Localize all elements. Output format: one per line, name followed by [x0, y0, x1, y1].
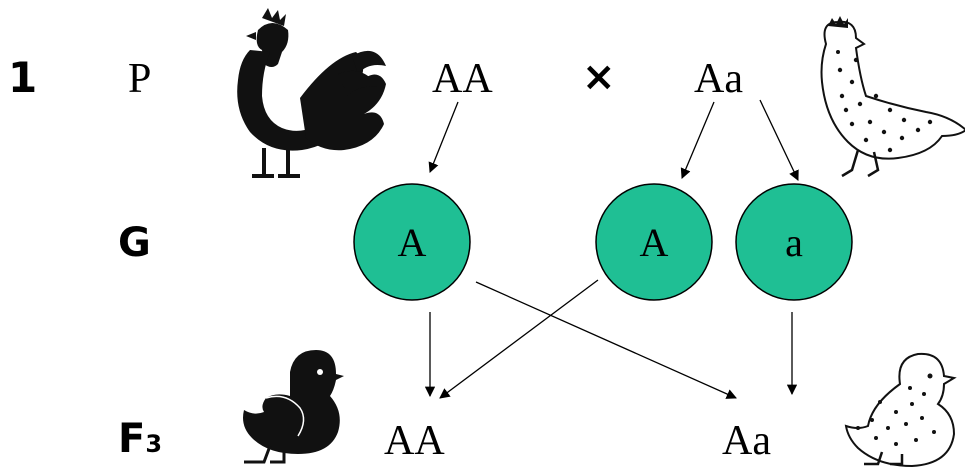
father-genotype: AA	[432, 56, 493, 102]
arrow-father-to-gamete-A	[428, 101, 459, 173]
offspring-row-label: F3	[118, 416, 162, 462]
gamete-circle-2	[595, 183, 713, 301]
gamete-label-2: A	[640, 220, 669, 265]
black-chick-icon	[243, 350, 344, 464]
gamete-circle-3	[735, 183, 853, 301]
arrow-gamete2-to-AA	[439, 279, 599, 399]
gamete-label-3: a	[785, 220, 803, 265]
problem-number: 1	[8, 53, 37, 102]
rooster-icon	[237, 8, 386, 178]
gamete-circle-1	[353, 183, 471, 301]
hen-icon	[820, 16, 965, 178]
arrow-mother-to-gamete-a	[759, 99, 799, 181]
cross-symbol: ×	[582, 54, 616, 100]
offspring-genotype-Aa: Aa	[722, 418, 771, 464]
gamete-label-1: A	[398, 220, 427, 265]
offspring-genotype-AA: AA	[384, 418, 445, 464]
spotted-chick-icon	[844, 352, 957, 468]
gametes-row-label: G	[118, 220, 151, 266]
arrow-gamete1-to-Aa	[475, 281, 737, 399]
parents-row-label: P	[128, 56, 151, 102]
arrow-mother-to-gamete-A	[680, 101, 715, 179]
mother-genotype: Aa	[694, 56, 743, 102]
